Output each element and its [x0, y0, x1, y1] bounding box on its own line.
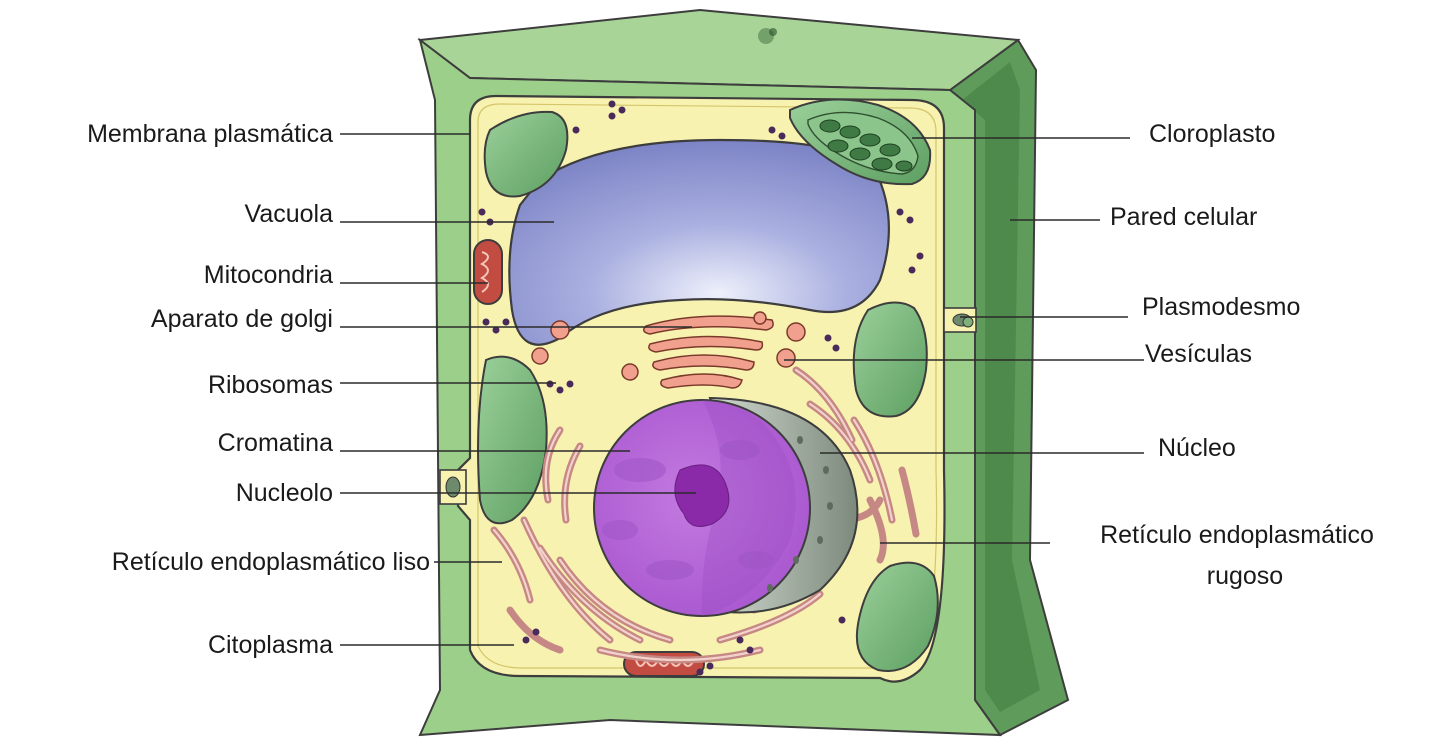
- plasmodesma-left: [440, 470, 466, 504]
- label-vacuola: Vacuola: [245, 200, 334, 228]
- label-mitocondria: Mitocondria: [204, 261, 333, 289]
- plasmodesma-right: [944, 308, 976, 332]
- label-vesiculas: Vesículas: [1145, 340, 1252, 368]
- label-pared-celular: Pared celular: [1110, 203, 1257, 231]
- label-membrana-plasmatica: Membrana plasmática: [87, 120, 333, 148]
- label-aparato-de-golgi: Aparato de golgi: [151, 305, 333, 333]
- label-nucleolo: Nucleolo: [236, 479, 333, 507]
- label-plasmodesmo: Plasmodesmo: [1142, 293, 1300, 321]
- label-reticulo-rugoso-line2: rugoso: [1207, 562, 1283, 590]
- mitochondrion-left: [474, 240, 502, 304]
- label-reticulo-rugoso-line1: Retículo endoplasmático: [1100, 521, 1374, 549]
- label-cloroplasto: Cloroplasto: [1149, 120, 1275, 148]
- label-nucleo: Núcleo: [1158, 434, 1236, 462]
- label-ribosomas: Ribosomas: [208, 371, 333, 399]
- nucleus: [594, 398, 857, 616]
- label-cromatina: Cromatina: [218, 429, 333, 457]
- label-reticulo-liso: Retículo endoplasmático liso: [112, 548, 430, 576]
- label-citoplasma: Citoplasma: [208, 631, 333, 659]
